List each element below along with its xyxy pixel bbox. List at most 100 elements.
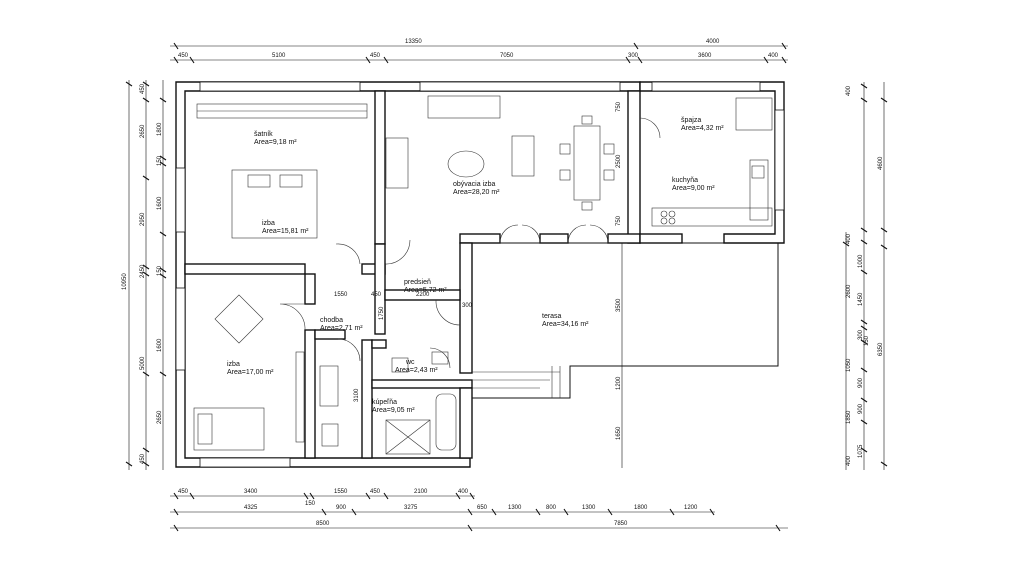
dim-right-1050: 1050 — [846, 358, 852, 372]
room-area-izba2: Area=17,00 m² — [227, 369, 274, 376]
dim-right-400b: 400 — [846, 233, 852, 244]
dim-bot1-400: 400 — [458, 489, 469, 495]
room-area-satnik: Area=9,18 m² — [254, 139, 297, 146]
dim-left-5000: 5000 — [140, 356, 146, 370]
dim-int-2200: 2200 — [416, 292, 430, 298]
room-area-kuchyna: Area=9,00 m² — [672, 185, 715, 192]
room-name-kuchyna: kuchyňa — [672, 177, 698, 184]
bed-izba2 — [193, 407, 265, 451]
wall-living-bottom-1 — [459, 233, 501, 244]
right-dimensions: 400 4600 400 1000 2600 1450 300 150 6350… — [842, 82, 888, 470]
window-right-kitchen — [774, 109, 785, 211]
window-top-living — [419, 81, 621, 92]
dim-left-1600a: 1600 — [157, 196, 163, 210]
dim-right-150: 150 — [864, 335, 870, 346]
armchair-living — [511, 135, 535, 177]
dim-right-1000: 1000 — [858, 254, 864, 268]
tv-unit — [385, 137, 409, 189]
window-left-2 — [175, 287, 186, 371]
room-name-terasa: terasa — [542, 313, 562, 320]
room-name-chodba: chodba — [320, 317, 343, 324]
dining-table — [573, 125, 601, 201]
dim-int-3500: 3500 — [616, 298, 622, 312]
dim-top-3600: 3600 — [698, 53, 712, 59]
stove-burner-1 — [660, 210, 668, 218]
dim-int-750a: 750 — [616, 101, 622, 112]
pillow-1 — [247, 174, 271, 188]
dim-int-1200: 1200 — [616, 376, 622, 390]
wall-wc-top — [371, 339, 387, 349]
dim-int-1550: 1550 — [334, 292, 348, 298]
terrace — [472, 242, 779, 399]
pillow-2 — [279, 174, 303, 188]
dim-right-1450: 1450 — [858, 292, 864, 306]
room-area-obyvacia: Area=28,20 m² — [453, 189, 500, 196]
room-area-chodba: Area=2,71 m² — [320, 325, 363, 332]
wall-living-kitchen — [627, 90, 641, 244]
pillow-izba2 — [197, 413, 213, 445]
wall-predsien-mid — [384, 289, 461, 301]
wall-predsien-right — [459, 242, 473, 374]
left-dimensions: 10950 450 2650 2950 2450 5000 450 1800 1… — [122, 80, 167, 470]
dim-right-900b: 900 — [858, 403, 864, 414]
dim-left-450a: 450 — [140, 83, 146, 94]
room-area-spajza: Area=4,32 m² — [681, 125, 724, 132]
dim-int-3100: 3100 — [354, 388, 360, 402]
toilet-wc — [391, 357, 409, 373]
door-terrace-1 — [499, 224, 541, 244]
dim-bot2-900a: 900 — [336, 505, 347, 511]
window-bottom-izba — [199, 457, 291, 468]
dim-left-2950: 2950 — [140, 212, 146, 226]
toilet-kupelna — [321, 423, 339, 447]
dim-left-2450: 2450 — [140, 264, 146, 278]
chair-4 — [603, 169, 615, 181]
stove-burner-3 — [660, 217, 668, 225]
dim-right-2600: 2600 — [846, 284, 852, 298]
window-left-1 — [175, 167, 186, 233]
dim-bot2-650: 650 — [477, 505, 488, 511]
wall-kupelna-left — [361, 339, 373, 459]
dim-bot2-800: 800 — [546, 505, 557, 511]
dim-left-2650b: 2650 — [157, 410, 163, 424]
chair-6 — [581, 201, 593, 211]
dim-bot2-3275: 3275 — [404, 505, 418, 511]
room-labels: šatník Area=9,18 m² izba Area=15,81 m² i… — [227, 117, 724, 414]
room-name-obyvacia: obývacia izba — [453, 181, 496, 188]
dim-right-400a: 400 — [846, 85, 852, 96]
wall-kupelna-right — [459, 387, 473, 459]
door-satnik — [335, 243, 361, 265]
dim-bot3-7850: 7850 — [614, 521, 628, 527]
wall-wc-bottom — [371, 379, 473, 389]
dim-int-1750: 1750 — [379, 306, 385, 320]
dim-bot1-450b: 450 — [370, 489, 381, 495]
room-area-izba1: Area=15,81 m² — [262, 228, 309, 235]
room-name-wc: wc — [405, 359, 415, 366]
dim-bot1-150: 150 — [305, 501, 316, 507]
stove-burner-4 — [668, 217, 676, 225]
dim-bot2-1300b: 1300 — [582, 505, 596, 511]
dim-left-total: 10950 — [122, 273, 128, 290]
interior-dimensions: 1550 450 2200 1750 300 3100 750 2500 750… — [334, 101, 623, 468]
dim-left-2650a: 2650 — [140, 124, 146, 138]
dim-bot1-1550: 1550 — [334, 489, 348, 495]
wall-izba2-chodba — [304, 329, 316, 459]
wall-living-bottom-3 — [607, 233, 641, 244]
room-area-wc: Area=2,43 m² — [395, 367, 438, 374]
dim-int-300: 300 — [462, 303, 473, 309]
wardrobe-izba2 — [295, 351, 305, 443]
bottom-dimensions: 450 3400 1550 450 2100 400 150 4325 900 … — [170, 489, 788, 532]
room-name-kupelna: kúpeľňa — [372, 399, 397, 406]
room-name-izba2: izba — [227, 361, 240, 368]
dim-right-400c: 400 — [846, 455, 852, 466]
room-area-kupelna: Area=9,05 m² — [372, 407, 415, 414]
room-name-satnik: šatník — [254, 131, 273, 138]
dim-bot3-8500: 8500 — [316, 521, 330, 527]
dim-int-2500: 2500 — [616, 154, 622, 168]
dim-bot2-1200: 1200 — [684, 505, 698, 511]
stove-burner-2 — [668, 210, 676, 218]
terrace-outline — [472, 242, 779, 399]
pantry-shelf — [735, 97, 773, 131]
dim-top-450a: 450 — [178, 53, 189, 59]
chair-5 — [581, 115, 593, 125]
